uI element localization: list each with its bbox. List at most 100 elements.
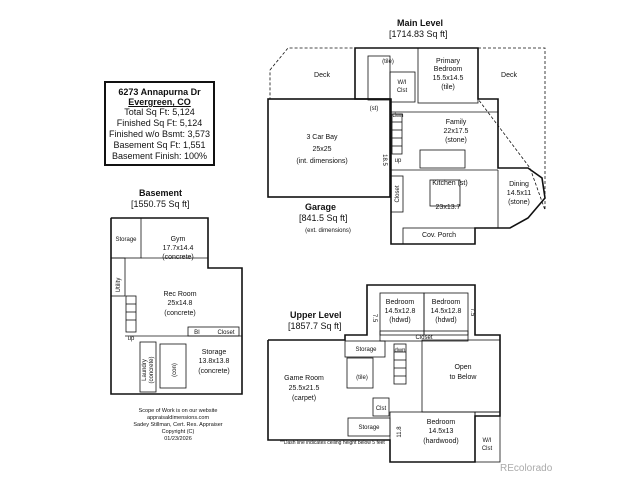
upper-dim75b: 7.5 bbox=[469, 308, 475, 317]
basement-con: (con) bbox=[172, 363, 178, 377]
basement-storage-top: Storage bbox=[115, 237, 137, 243]
main-family-floor: (stone) bbox=[445, 137, 467, 144]
upper-clst-outline bbox=[372, 397, 390, 417]
main-primary-bedroom-outline bbox=[417, 47, 479, 104]
basement-closet: Closet bbox=[217, 330, 234, 336]
basement-utility: Utility bbox=[116, 278, 122, 293]
upper-bedroom3-name: Bedroom bbox=[427, 419, 456, 426]
main-dining-dim: 14.5x11 bbox=[507, 190, 531, 197]
upper-level-sqft: [1857.7 Sq ft] bbox=[288, 321, 342, 331]
upper-stairs bbox=[393, 343, 407, 385]
basement-bi-closet-outline bbox=[187, 326, 240, 337]
info-finished-sqft: Finished Sq Ft: 5,124 bbox=[116, 118, 203, 128]
main-primary-name: Primary bbox=[436, 58, 461, 65]
upper-game-dim: 25.5x21.5 bbox=[289, 385, 320, 392]
dash-line-note: **Dash line indicates ceiling height bel… bbox=[280, 440, 385, 446]
main-deck-left-outline bbox=[269, 47, 356, 100]
footer-line-website: appraisaldimensions.com bbox=[146, 415, 210, 421]
upper-dim118: 11.8 bbox=[397, 426, 403, 438]
property-address: 6273 Annapurna Dr bbox=[118, 87, 201, 97]
upper-open-name: Open bbox=[454, 364, 471, 371]
main-dwn: dwn bbox=[392, 113, 403, 119]
upper-bedroom1-name: Bedroom bbox=[386, 299, 415, 306]
upper-level-title: Upper Level bbox=[290, 310, 342, 320]
basement-outline bbox=[110, 217, 243, 395]
main-wi-clst: W/I bbox=[398, 80, 407, 86]
main-dining-name: Dining bbox=[509, 181, 529, 188]
basement-storage-dim: 13.8x13.8 bbox=[199, 358, 230, 365]
upper-clst2: Clst bbox=[482, 446, 493, 452]
basement-laundry-floor: (concrete) bbox=[149, 356, 155, 383]
basement-storage-top-outline bbox=[110, 217, 142, 259]
main-deck-right-outline bbox=[477, 47, 546, 211]
main-tile-top: (tile) bbox=[382, 59, 394, 65]
main-family-dim: 22x17.5 bbox=[444, 128, 469, 135]
upper-bedroom3-dim: 14.5x13 bbox=[429, 428, 454, 435]
basement-gym-dim: 17.7x14.4 bbox=[163, 245, 194, 252]
main-level-sqft: [1714.83 Sq ft] bbox=[389, 29, 448, 39]
upper-storage-mid-outline bbox=[344, 340, 386, 358]
garage-note: (ext. dimensions) bbox=[305, 228, 351, 234]
main-level-title: Main Level bbox=[397, 18, 443, 28]
recolorado-logo: REcolorado bbox=[500, 463, 553, 474]
basement-storage-floor: (concrete) bbox=[198, 368, 230, 375]
upper-clst: Clst bbox=[376, 406, 387, 412]
info-basement-finish: Basement Finish: 100% bbox=[111, 151, 208, 161]
garage-bay-note: (int. dimensions) bbox=[296, 158, 347, 165]
footer-line-copyright: Copyright (C) bbox=[161, 429, 195, 435]
upper-game-floor: (carpet) bbox=[292, 395, 316, 402]
upper-open-name2: to Below bbox=[450, 374, 478, 381]
main-family-name: Family bbox=[446, 119, 467, 126]
footer-line-date: 01/23/2026 bbox=[164, 436, 192, 442]
basement-gym-floor: (concrete) bbox=[162, 254, 194, 261]
main-primary-floor: (tile) bbox=[441, 84, 455, 91]
basement-up: up bbox=[128, 336, 135, 342]
main-primary-dim: 15.5x14.5 bbox=[433, 75, 464, 82]
upper-bedroom2-floor: (hdwd) bbox=[435, 317, 456, 324]
appraiser-footer: Scope of Work is on our website appraisa… bbox=[118, 408, 238, 443]
basement-utility-outline bbox=[110, 257, 126, 297]
main-cov-porch-outline bbox=[402, 227, 476, 245]
main-wi-closet-outline bbox=[389, 71, 416, 103]
upper-bath-outline bbox=[346, 357, 374, 389]
main-wi-clst2: Clst bbox=[397, 88, 408, 94]
upper-bedroom3-floor: (hardwood) bbox=[423, 438, 458, 445]
main-closet: Closet bbox=[395, 185, 401, 202]
main-closet-outline bbox=[390, 175, 404, 213]
garage-bay-name: 3 Car Bay bbox=[306, 134, 338, 141]
garage-sqft: [841.5 Sq ft] bbox=[299, 213, 348, 223]
main-cov-porch: Cov. Porch bbox=[422, 232, 456, 239]
upper-bedroom2-name: Bedroom bbox=[432, 299, 461, 306]
main-stairs bbox=[391, 113, 403, 155]
upper-storage-low: Storage bbox=[358, 425, 380, 431]
garage-title: Garage bbox=[305, 202, 336, 212]
garage-bay-dim: 25x25 bbox=[312, 146, 331, 153]
property-info-box: 6273 Annapurna Dr Evergreen, CO Total Sq… bbox=[104, 81, 215, 166]
main-st: (st) bbox=[370, 106, 379, 112]
upper-closet-outline bbox=[379, 330, 469, 342]
upper-tile: (tile) bbox=[356, 375, 368, 381]
upper-bedroom1-dim: 14.5x12.8 bbox=[385, 308, 416, 315]
upper-dwn: dwn bbox=[394, 348, 405, 354]
main-fireplace bbox=[419, 149, 466, 169]
main-kitchen-name: Kitchen (st) bbox=[432, 180, 467, 187]
info-total-sqft: Total Sq Ft: 5,124 bbox=[124, 107, 195, 117]
garage-dim-185: 18.5 bbox=[381, 154, 387, 166]
main-deck-left: Deck bbox=[314, 72, 330, 79]
main-up: up bbox=[395, 158, 402, 164]
main-dining-floor: (stone) bbox=[508, 199, 530, 206]
basement-stairs bbox=[125, 295, 137, 333]
info-finished-wo-bsmt: Finished w/o Bsmt: 3,573 bbox=[108, 129, 211, 139]
upper-storage-mid: Storage bbox=[355, 347, 377, 353]
basement-storage-name: Storage bbox=[202, 349, 227, 356]
upper-bedroom1-floor: (hdwd) bbox=[389, 317, 410, 324]
footer-line-appraiser: Sadey Stillman, Cert. Res. Appraiser bbox=[133, 422, 223, 428]
main-kitchen-island bbox=[429, 179, 461, 207]
info-basement-sqft: Basement Sq Ft: 1,551 bbox=[113, 140, 206, 150]
basement-gym-name: Gym bbox=[171, 236, 186, 243]
basement-bi: BI bbox=[194, 330, 200, 336]
basement-rec-dim: 25x14.8 bbox=[168, 300, 193, 307]
basement-rec-floor: (concrete) bbox=[164, 310, 196, 317]
garage-outline bbox=[267, 98, 391, 198]
